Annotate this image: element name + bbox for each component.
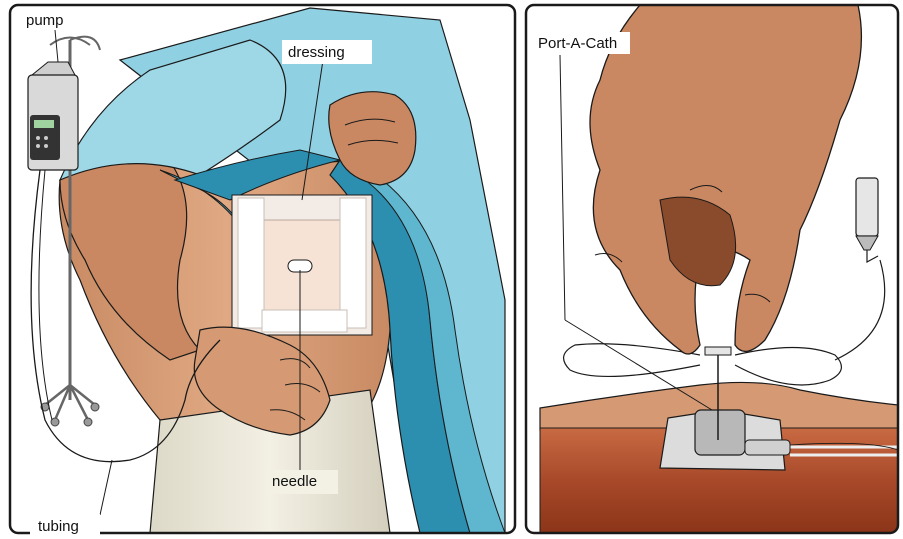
label-dressing: dressing <box>288 44 345 61</box>
label-pump: pump <box>26 12 64 29</box>
left-panel: pump dressing needle tubing <box>10 5 515 536</box>
label-tubing: tubing <box>38 518 79 535</box>
port-device-icon <box>660 410 790 470</box>
right-panel: Port-A-Cath <box>526 5 898 533</box>
label-needle: needle <box>272 473 317 490</box>
infusion-pump-icon <box>28 62 78 170</box>
dressing-patch <box>232 195 372 335</box>
label-port-a-cath: Port-A-Cath <box>538 35 617 52</box>
